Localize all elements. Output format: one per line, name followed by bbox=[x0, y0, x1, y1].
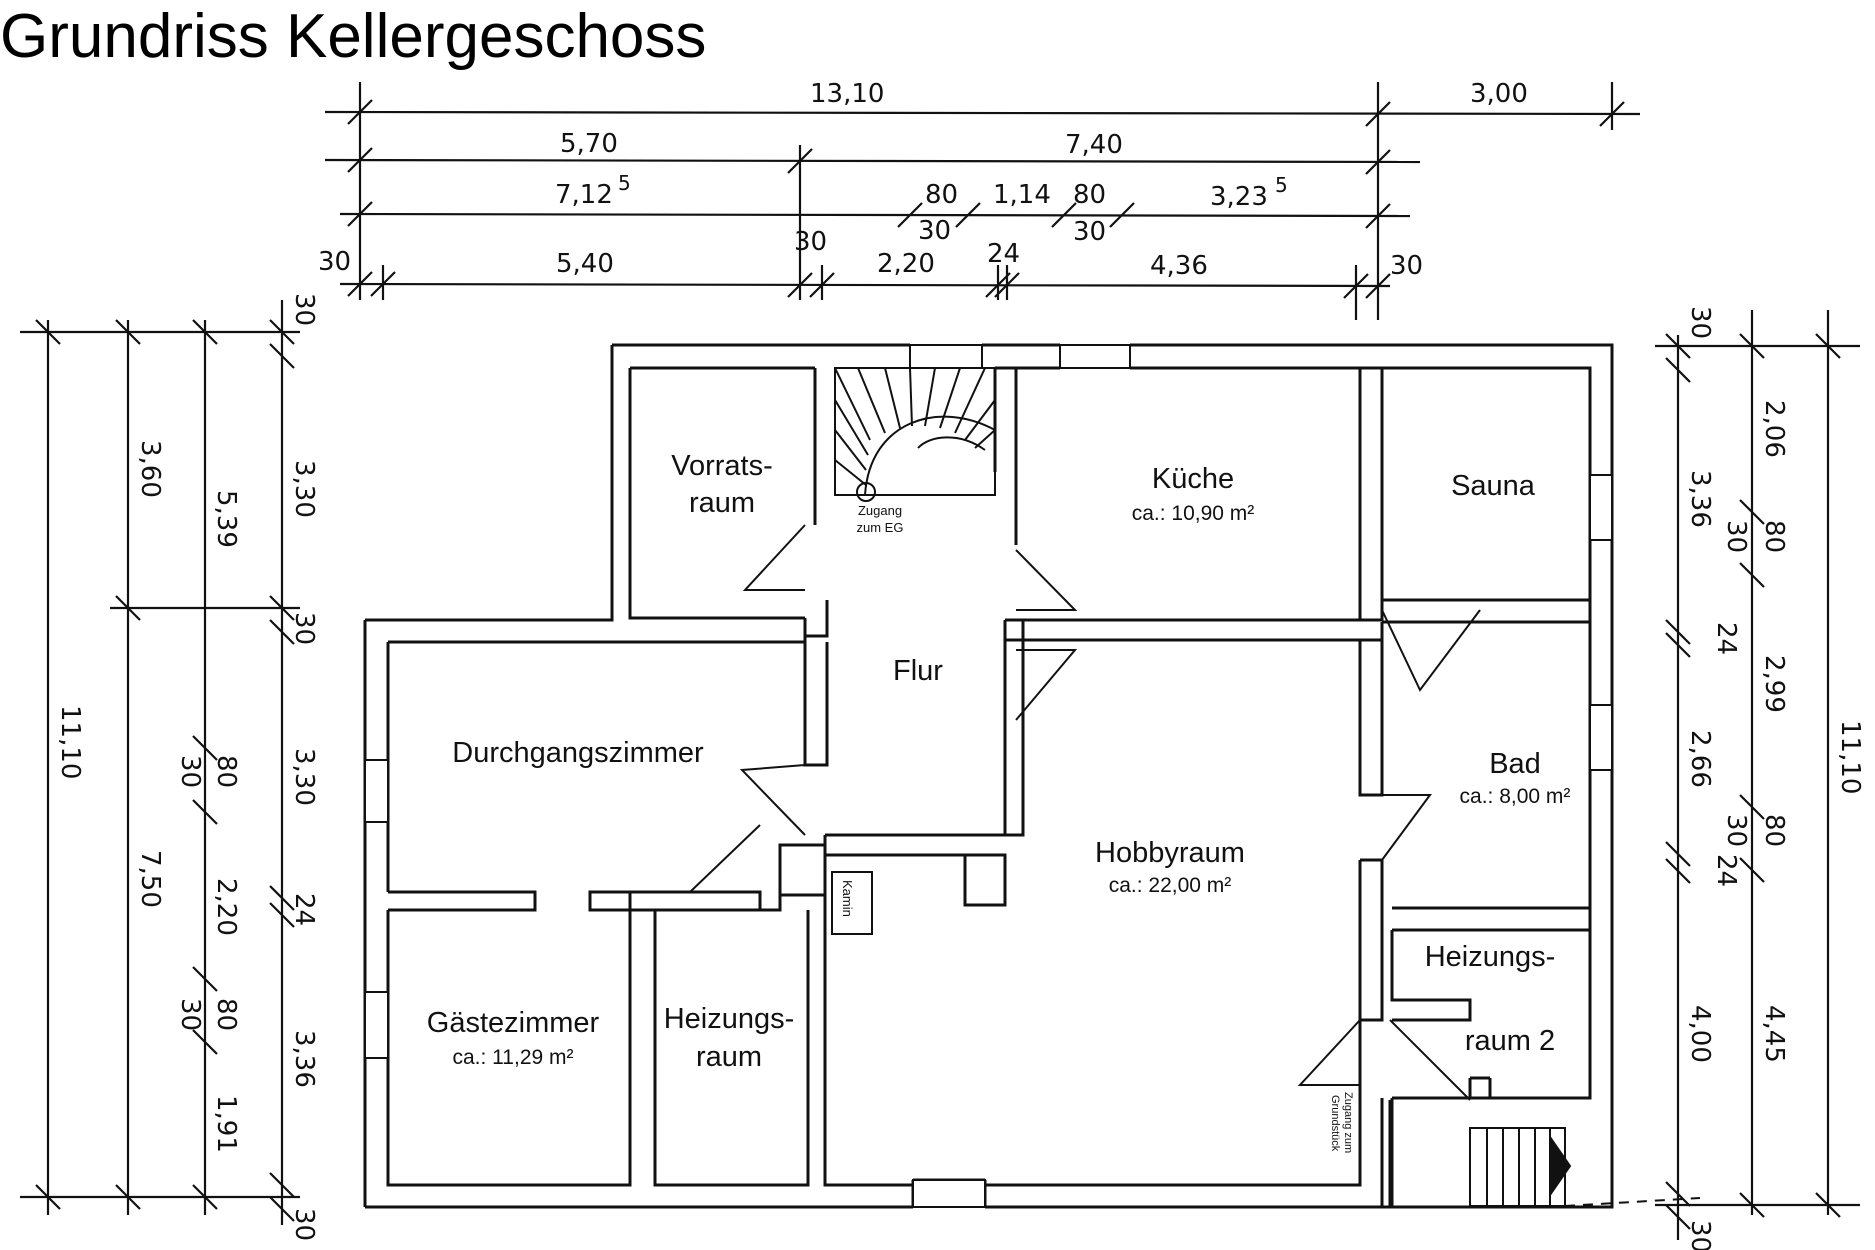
window bbox=[1589, 474, 1613, 541]
dimension-chains-left bbox=[20, 300, 300, 1225]
note-zugang-grundstueck: Grundstück bbox=[1329, 1095, 1341, 1152]
dim-right: 30 bbox=[1685, 1220, 1715, 1250]
dim-left: 3,30 bbox=[289, 460, 319, 518]
dim-top: 1,14 bbox=[993, 180, 1051, 210]
dim-left: 30 bbox=[175, 998, 205, 1031]
dim-left: 24 bbox=[289, 893, 319, 926]
dim-top: 2,20 bbox=[877, 249, 935, 279]
dim-left: 11,10 bbox=[55, 705, 85, 779]
dim-left: 5,39 bbox=[211, 490, 241, 548]
dim-left: 3,30 bbox=[289, 748, 319, 806]
dim-left: 30 bbox=[289, 293, 319, 326]
room-label-kueche: Küche bbox=[1152, 463, 1234, 495]
room-label-durchgangszimmer: Durchgangszimmer bbox=[452, 737, 704, 769]
dim-left: 2,20 bbox=[211, 878, 241, 936]
room-area-gaestezimmer: ca.: 11,29 m² bbox=[453, 1046, 574, 1069]
dim-right: 2,06 bbox=[1759, 400, 1789, 458]
room-label-flur: Flur bbox=[893, 655, 943, 687]
room-label-bad: Bad bbox=[1489, 748, 1541, 780]
dim-left: 3,60 bbox=[135, 440, 165, 498]
dim-top-superscript: 5 bbox=[1275, 173, 1288, 197]
dim-left: 80 bbox=[211, 998, 241, 1031]
dim-top-superscript: 5 bbox=[618, 171, 631, 195]
room-label-heizungsraum-2: Heizungs- bbox=[1425, 941, 1556, 973]
room-area-hobbyraum: ca.: 22,00 m² bbox=[1109, 874, 1232, 897]
kamin-box bbox=[831, 871, 873, 935]
dimension-chains-top bbox=[324, 82, 1641, 320]
dim-right: 24 bbox=[1711, 854, 1741, 887]
room-label-hobbyraum: Hobbyraum bbox=[1095, 837, 1245, 869]
dim-left: 30 bbox=[289, 1208, 319, 1241]
dim-right: 30 bbox=[1721, 520, 1751, 553]
dim-left: 30 bbox=[175, 755, 205, 788]
page-title: Grundriss Kellergeschoss bbox=[0, 2, 707, 71]
dimension-labels-left: 11,10 3,60 7,50 5,39 80 30 2,20 80 30 1,… bbox=[55, 293, 319, 1241]
dim-top: 30 bbox=[918, 216, 951, 246]
note-zugang-grundstueck: Zugang zum bbox=[1342, 1092, 1354, 1153]
window bbox=[364, 991, 389, 1059]
dim-top: 24 bbox=[987, 239, 1020, 269]
room-area-bad: ca.: 8,00 m² bbox=[1460, 785, 1571, 808]
spiral-stair-icon bbox=[834, 367, 996, 502]
dimension-labels-right: 30 3,36 24 2,66 24 4,00 30 2,06 80 30 2,… bbox=[1685, 306, 1865, 1250]
dim-top: 7,40 bbox=[1065, 130, 1123, 160]
dim-top: 30 bbox=[318, 247, 351, 277]
dim-right: 30 bbox=[1685, 306, 1715, 339]
room-label-heizungsraum: raum bbox=[696, 1041, 762, 1073]
dim-top: 5,40 bbox=[556, 249, 614, 279]
room-labels: Vorrats- raum Küche ca.: 10,90 m² Sauna … bbox=[427, 450, 1571, 1073]
dim-top: 3,23 bbox=[1210, 182, 1268, 212]
room-label-vorratsraum: Vorrats- bbox=[671, 450, 773, 482]
room-area-kueche: ca.: 10,90 m² bbox=[1132, 502, 1255, 525]
dim-right: 4,00 bbox=[1685, 1005, 1715, 1063]
exterior-stair-icon bbox=[1469, 1127, 1701, 1207]
dim-top: 5,70 bbox=[560, 129, 618, 159]
room-label-heizungsraum-2: raum 2 bbox=[1465, 1025, 1555, 1057]
note-zugang-eg: zum EG bbox=[857, 520, 904, 535]
dim-right: 3,36 bbox=[1685, 470, 1715, 528]
dim-left: 1,91 bbox=[211, 1095, 241, 1153]
window bbox=[1589, 704, 1613, 771]
dim-left: 30 bbox=[289, 612, 319, 645]
dim-left: 7,50 bbox=[135, 850, 165, 908]
dim-top: 4,36 bbox=[1150, 251, 1208, 281]
dim-top: 13,10 bbox=[810, 79, 884, 109]
dim-right: 11,10 bbox=[1835, 720, 1865, 794]
dim-right: 80 bbox=[1759, 520, 1789, 553]
dim-top: 7,12 bbox=[555, 180, 613, 210]
note-kamin: Kamin bbox=[840, 880, 855, 917]
dim-right: 2,99 bbox=[1759, 655, 1789, 713]
room-label-sauna: Sauna bbox=[1451, 470, 1536, 502]
dimension-labels-top: 13,10 3,00 5,70 7,40 7,12 5 80 30 1,14 8… bbox=[318, 79, 1528, 281]
room-label-vorratsraum: raum bbox=[689, 487, 755, 519]
window bbox=[912, 1179, 986, 1208]
windows bbox=[364, 344, 1613, 1208]
room-label-gaestezimmer: Gästezimmer bbox=[427, 1007, 600, 1039]
dim-top: 30 bbox=[1073, 217, 1106, 247]
dim-top: 80 bbox=[1073, 180, 1106, 210]
note-zugang-eg: Zugang bbox=[858, 503, 902, 518]
dim-top: 30 bbox=[1390, 251, 1423, 281]
dim-top: 80 bbox=[925, 180, 958, 210]
dim-left: 3,36 bbox=[289, 1030, 319, 1088]
dim-right: 24 bbox=[1711, 622, 1741, 655]
plan-notes: Zugang zum EG Kamin Zugang zum Grundstüc… bbox=[840, 503, 1354, 1153]
window bbox=[1059, 344, 1131, 369]
walls bbox=[363, 343, 1614, 1209]
dim-right: 30 bbox=[1721, 814, 1751, 847]
window bbox=[364, 759, 389, 823]
window bbox=[909, 344, 983, 369]
dim-top: 3,00 bbox=[1470, 79, 1528, 109]
door-swings bbox=[689, 524, 1481, 1101]
dim-right: 80 bbox=[1759, 814, 1789, 847]
room-label-heizungsraum: Heizungs- bbox=[664, 1003, 795, 1035]
dim-top: 30 bbox=[794, 227, 827, 257]
dimension-chains-right bbox=[1655, 310, 1860, 1240]
dim-left: 80 bbox=[211, 755, 241, 788]
dim-right: 4,45 bbox=[1759, 1005, 1789, 1063]
dim-right: 2,66 bbox=[1685, 730, 1715, 788]
